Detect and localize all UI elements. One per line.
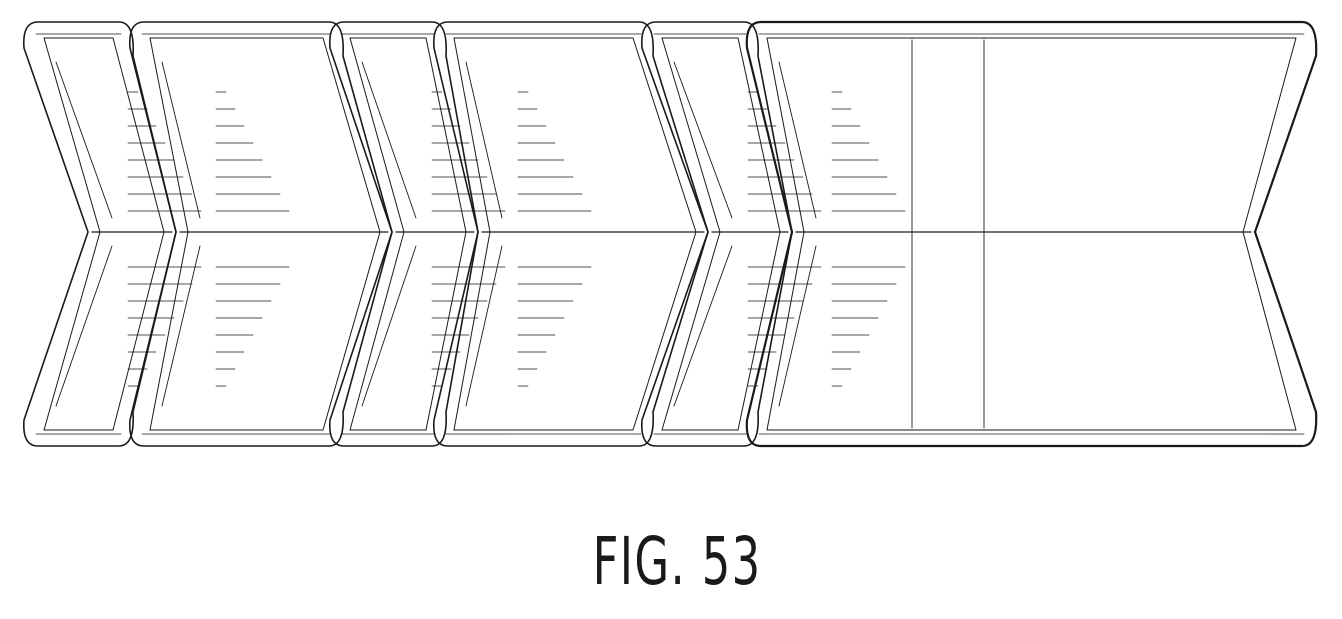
panel-assembly (24, 22, 1316, 446)
panel-3-edge-upper (362, 62, 416, 218)
panel-5-outline (642, 22, 792, 446)
figure-label: FIG. 53 (221, 522, 1134, 602)
panel-1-edge-lower (56, 246, 112, 406)
panel-5-edge-upper (674, 62, 732, 218)
panel-6-outline (747, 22, 1316, 446)
panel-2-outline (130, 22, 392, 446)
panel-6-bevel (767, 38, 1296, 430)
panel-1-edge-upper (56, 62, 112, 218)
panel-3-bevel (350, 38, 466, 430)
patent-drawing (0, 0, 1342, 470)
panel-5-bevel (662, 38, 780, 430)
panel-5-edge-lower (674, 246, 732, 406)
panel-1-bevel (44, 38, 164, 430)
panel-4-outline (434, 22, 708, 446)
panel-3-edge-lower (362, 246, 416, 406)
